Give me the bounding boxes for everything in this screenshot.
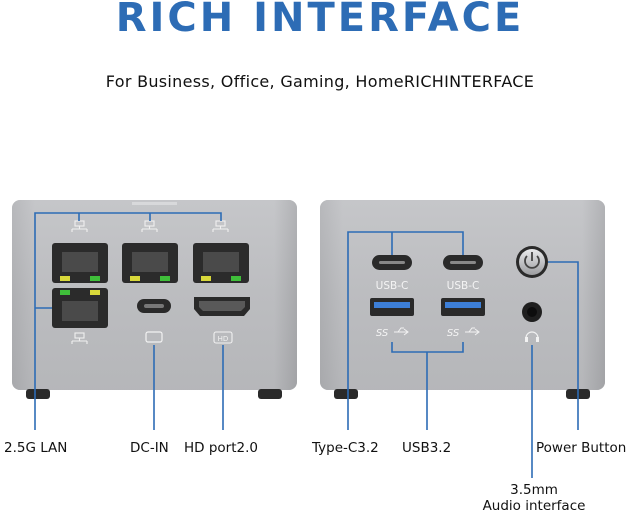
typec-callout [347, 231, 464, 430]
lan-port-2 [122, 243, 178, 283]
usb-c-port-text: USB-C [447, 280, 480, 292]
front-unit [12, 200, 297, 399]
lan-port-1 [52, 243, 108, 283]
hdmi-icon [213, 331, 233, 344]
power-button [516, 246, 548, 278]
usb-c-port-1 [372, 255, 412, 270]
lan-label: 2.5G LAN [4, 440, 68, 456]
foot [334, 389, 358, 399]
typec-label: Type-C3.2 [312, 440, 379, 456]
superspeed-text: SS [447, 328, 460, 339]
lan-port-4 [52, 288, 108, 328]
power-callout [548, 261, 579, 430]
audio-jack [522, 302, 542, 342]
headphone-icon [525, 331, 539, 339]
usb3-callout [391, 342, 464, 430]
page-subtitle: For Business, Office, Gaming, HomeRICHIN… [105, 72, 535, 91]
power-button-label: Power Button [536, 440, 627, 456]
usb-icon [394, 327, 480, 336]
hdmi-port [194, 297, 250, 344]
lan-callout [34, 212, 222, 308]
foot [26, 389, 50, 399]
usb-c-port-text: USB-C [376, 280, 409, 292]
usb-a-port-1 [370, 298, 414, 316]
hdmi-badge: HD [218, 335, 229, 343]
dc-in-port [137, 299, 171, 343]
back-unit [320, 200, 605, 399]
usb-c-port-2 [443, 255, 483, 270]
dc-icon [145, 331, 163, 343]
lan-port-3 [193, 243, 249, 283]
dcin-label: DC-IN [130, 440, 169, 456]
audio-label-line2: Audio interface [482, 498, 586, 514]
hdmi-label: HD port2.0 [184, 440, 258, 456]
network-icon [71, 220, 229, 344]
superspeed-text: SS [376, 328, 389, 339]
usb3-label: USB3.2 [402, 440, 452, 456]
audio-label-line1: 3.5mm [510, 482, 558, 498]
usb-a-port-2 [441, 298, 485, 316]
foot [258, 389, 282, 399]
page-title: RICH INTERFACE [115, 0, 525, 41]
callout-lines [34, 212, 579, 478]
